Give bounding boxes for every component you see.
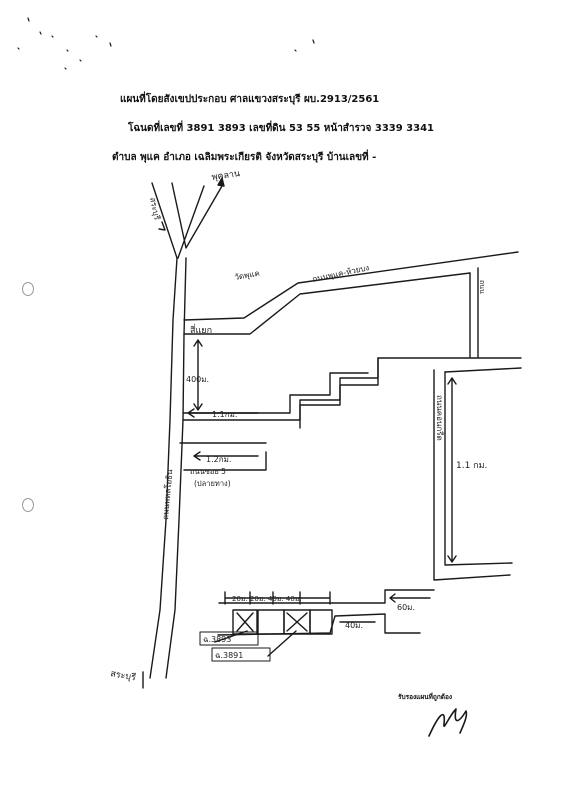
road-soi-5 [183, 451, 267, 471]
road-wat-south [183, 272, 471, 335]
callout-3891 [267, 630, 297, 657]
dim-bottom [224, 591, 331, 605]
arrow-top-right [217, 177, 225, 187]
parcel-box-4 [309, 609, 333, 635]
box-3893 [199, 631, 259, 646]
label-parcel-3891: ฉ.3891 [215, 651, 243, 660]
label-saraburi-bottom: สระบุรี [109, 668, 136, 683]
road-wat-north [183, 251, 519, 321]
dim-1-2km [193, 451, 259, 461]
label-saraburi-top: สระบุรี [148, 197, 162, 222]
label-concrete-road: ถนนคอนกรีต [435, 395, 444, 441]
road-stepped-north-outer [182, 372, 369, 414]
road-main-left-west [149, 257, 178, 679]
label-road-phu-khae: ถนนพุแค-ห้วยบง [312, 263, 371, 284]
label-1-1km: 1.1กม. [212, 410, 237, 419]
label-40m: 40ม. [345, 621, 363, 630]
arrow-top-left [158, 221, 166, 231]
road-concrete-top [444, 367, 522, 373]
header-location: ตำบล พุแค อำเภอ เฉลิมพระเกียรติ จังหวัดส… [112, 152, 377, 163]
parcel-box-1 [232, 609, 258, 635]
dim-1-1km [187, 408, 259, 418]
certification-label: รับรองแผนที่ถูกต้อง [398, 693, 453, 701]
label-dist-right: 1.1 กม. [456, 461, 487, 471]
label-400m: 400ม. [186, 375, 209, 384]
label-junction: สี่แยก [190, 323, 212, 336]
scanner-specks [17, 17, 315, 70]
parcel-box-2 [257, 609, 285, 635]
parcel-3893-cross [236, 612, 254, 632]
punch-hole [22, 498, 34, 512]
road-main-left-east [165, 257, 187, 679]
punch-hole [22, 282, 34, 296]
road-concrete-west [433, 369, 511, 581]
road-concrete-east [444, 371, 513, 566]
dim-60m [389, 593, 431, 603]
dim-right [447, 377, 457, 563]
label-bottom-dims: 20ม. 20ม. 40ม. 40ม. [232, 595, 302, 603]
label-phu-khlan: พุคลาน [211, 169, 241, 183]
label-destination: (ปลายทาง) [194, 479, 231, 488]
label-soi-5: ถนนซอย 5 [190, 467, 226, 476]
label-right-small: ถนน [478, 280, 486, 294]
box-3891 [211, 647, 271, 662]
label-60m: 60ม. [397, 603, 415, 612]
parcel-3891-cross [286, 612, 308, 632]
label-wat-phu-khae: วัดพุแค [234, 269, 261, 282]
road-y-junction [151, 182, 223, 259]
road-bottom-north [218, 589, 435, 604]
label-phahonyothin: ถนนพหลโยธิน [160, 468, 174, 520]
callout-3893 [214, 630, 248, 643]
signature-stroke [428, 708, 468, 737]
label-1-2km: 1.2กม. [206, 455, 231, 464]
road-stepped-south [299, 357, 379, 429]
header-title: แผนที่โดยสังเขปประกอบ ศาลแขวงสระบุรี ผบ.… [120, 94, 380, 105]
label-parcel-3893: ฉ.3893 [203, 635, 231, 644]
dim-400m [193, 339, 203, 411]
header-deed-numbers: โฉนดที่เลขที่ 3891 3893 เลขที่ดิน 53 55 … [128, 123, 435, 134]
